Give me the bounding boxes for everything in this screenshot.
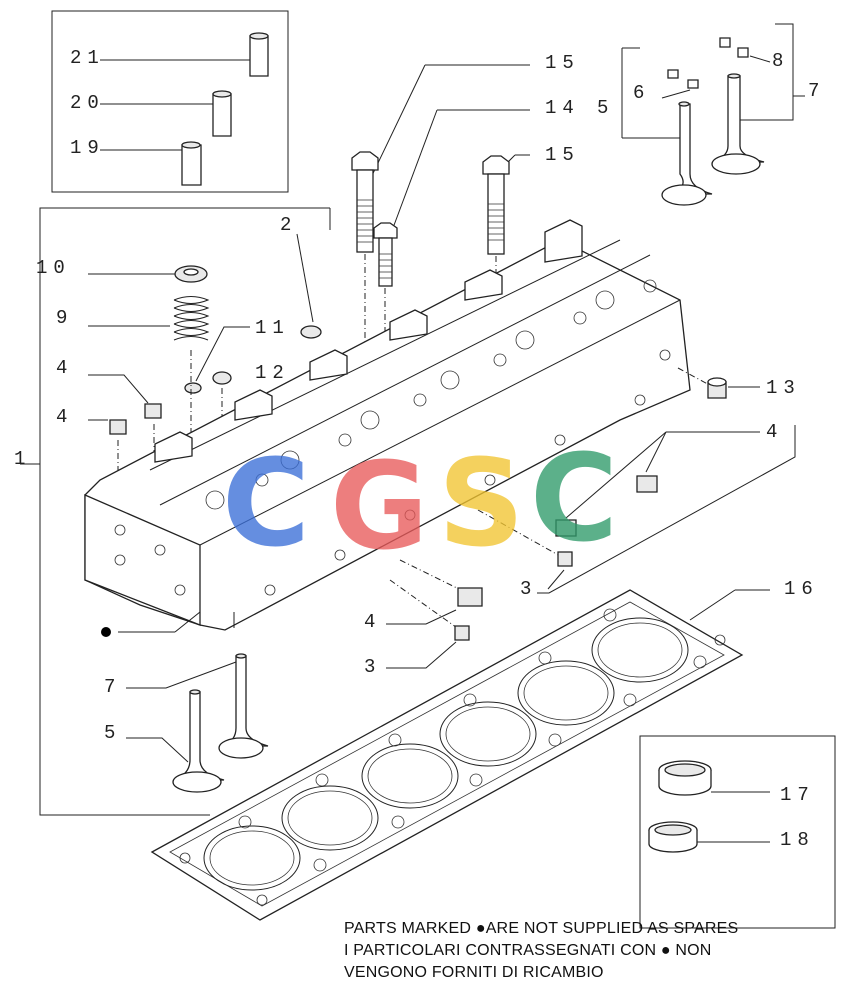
dowel-3-right bbox=[557, 551, 573, 567]
callout-15-right: 15 bbox=[545, 144, 580, 166]
callout-7-top: 7 bbox=[808, 80, 825, 102]
inset-dowels: 21 20 19 bbox=[51, 10, 289, 193]
plug-4-left bbox=[109, 419, 127, 435]
valve-5-lower bbox=[173, 691, 225, 781]
watermark-letter-c: C bbox=[222, 435, 310, 574]
dowel-3-lower bbox=[454, 625, 470, 641]
seal-ring-2 bbox=[300, 325, 322, 339]
callout-1: 1 bbox=[14, 448, 31, 470]
callout-13: 13 bbox=[766, 377, 801, 399]
callout-18: 18 bbox=[780, 829, 815, 851]
watermark-letter-c2: C bbox=[530, 430, 618, 569]
note-line-1: PARTS MARKED ●ARE NOT SUPPLIED AS SPARES bbox=[344, 920, 738, 938]
callout-14: 14 bbox=[545, 97, 580, 119]
dowel-19 bbox=[181, 144, 202, 186]
callout-4-right: 4 bbox=[766, 421, 783, 443]
watermark-letter-s: S bbox=[438, 435, 524, 574]
callout-3-right: 3 bbox=[520, 578, 537, 600]
bolt-14-head bbox=[373, 222, 398, 239]
callout-5-top: 5 bbox=[597, 97, 614, 119]
bolt-15-right-head bbox=[482, 155, 510, 175]
valve-spring-9 bbox=[173, 296, 210, 341]
head-gasket: 16 bbox=[150, 578, 819, 921]
side-plugs: 13 4 3 4 3 bbox=[364, 367, 801, 678]
seal-11 bbox=[184, 382, 202, 394]
callout-4-lower: 4 bbox=[364, 611, 381, 633]
valve-7-lower bbox=[223, 655, 269, 747]
callout-12: 12 bbox=[255, 362, 290, 384]
valve-5 bbox=[667, 103, 713, 195]
callout-3-lower: 3 bbox=[364, 656, 381, 678]
cylinder-head-group: 1 2 10 9 11 12 4 4 bbox=[14, 207, 331, 816]
dowel-21 bbox=[249, 35, 269, 77]
callout-20: 20 bbox=[70, 92, 105, 114]
bullet-dot-icon: ● bbox=[475, 920, 486, 937]
callout-21: 21 bbox=[70, 47, 105, 69]
callout-16: 16 bbox=[784, 578, 819, 600]
exhaust-intake-valves: 5 6 8 7 bbox=[597, 23, 825, 206]
note-line-3: VENGONO FORNITI DI RICAMBIO bbox=[344, 964, 604, 981]
plug-4-lower bbox=[457, 587, 483, 607]
head-port-details bbox=[114, 279, 671, 596]
note-line-1-after: ARE NOT SUPPLIED AS SPARES bbox=[485, 920, 739, 937]
callout-11: 11 bbox=[255, 317, 290, 339]
bullet-dot-icon: ● bbox=[660, 942, 671, 959]
watermark-logo: C G S C bbox=[222, 430, 618, 577]
inset-valve-seats: 17 18 bbox=[639, 735, 836, 929]
callout-9: 9 bbox=[56, 307, 73, 329]
cylinder-head-bolts: 15 14 15 bbox=[351, 52, 580, 382]
plug-4-right bbox=[636, 475, 658, 493]
callout-7-lower: 7 bbox=[104, 676, 121, 698]
callout-2: 2 bbox=[280, 214, 297, 236]
lower-valves: 7 5 bbox=[104, 653, 269, 793]
callout-8: 8 bbox=[772, 50, 789, 72]
callout-5-lower: 5 bbox=[104, 722, 121, 744]
watermark-letter-g: G bbox=[330, 438, 429, 577]
note-line-2-after: NON bbox=[670, 942, 712, 959]
callout-15-top: 15 bbox=[545, 52, 580, 74]
cylinder-head-body bbox=[84, 219, 691, 637]
plug-4-upper bbox=[144, 403, 162, 419]
plug-4-mid bbox=[555, 519, 577, 537]
plug-12 bbox=[212, 371, 232, 385]
callout-4-upper: 4 bbox=[56, 357, 73, 379]
valve-keeper-8 bbox=[719, 37, 749, 58]
callout-17: 17 bbox=[780, 784, 815, 806]
callout-10: 10 bbox=[36, 257, 71, 279]
valve-keeper-6 bbox=[667, 69, 699, 89]
not-supplied-dot bbox=[101, 627, 111, 637]
bolt-15-head bbox=[351, 151, 379, 171]
dowel-20 bbox=[212, 93, 232, 137]
note-line-2-before: I PARTICOLARI CONTRASSEGNATI CON bbox=[344, 942, 661, 959]
valve-7 bbox=[713, 75, 765, 163]
note-line-1-before: PARTS MARKED bbox=[344, 920, 476, 937]
note-line-2: I PARTICOLARI CONTRASSEGNATI CON ● NON bbox=[344, 942, 712, 960]
callout-19: 19 bbox=[70, 137, 105, 159]
callout-4-left: 4 bbox=[56, 406, 73, 428]
callout-6: 6 bbox=[633, 82, 650, 104]
